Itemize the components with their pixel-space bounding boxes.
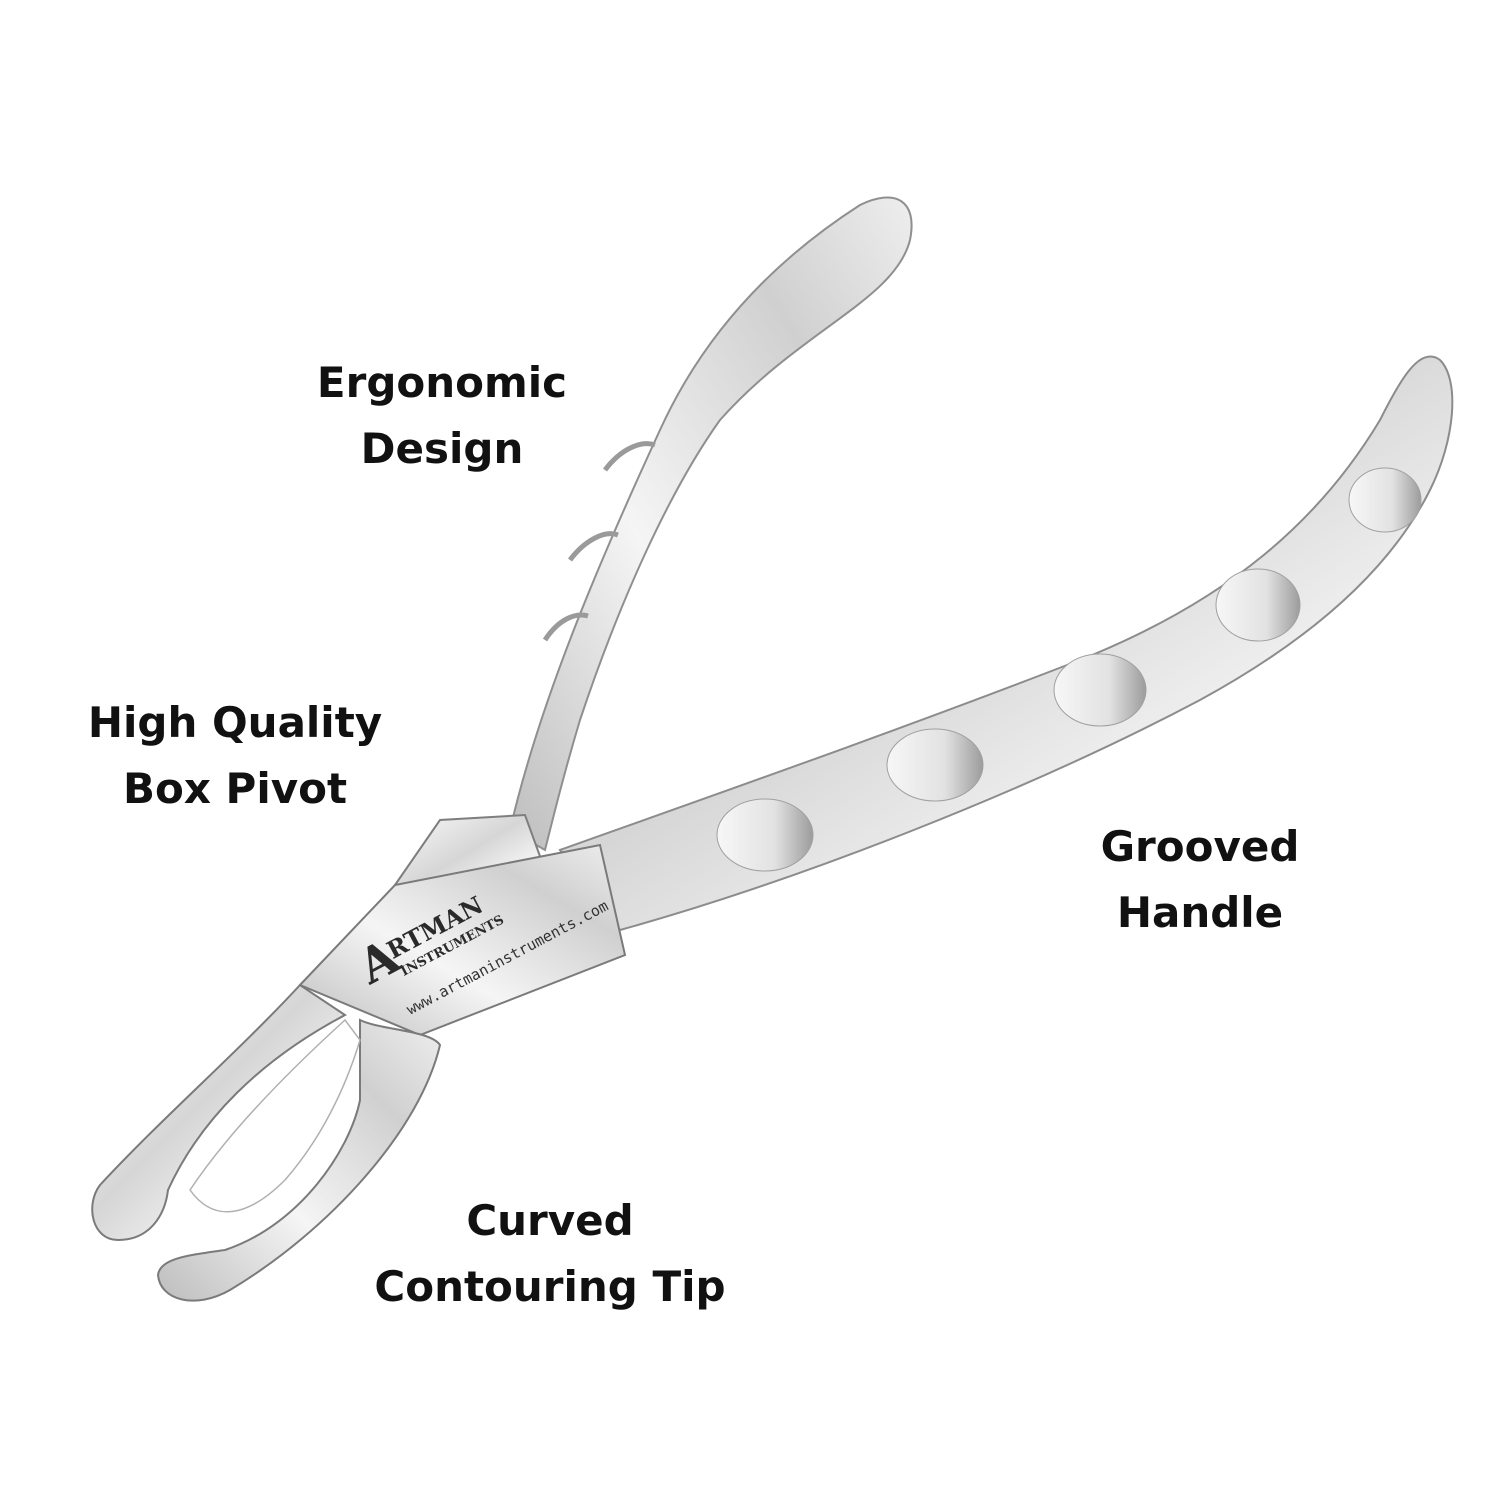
label-tip-line2: Contouring Tip bbox=[374, 1262, 726, 1311]
label-ergonomic-line2: Design bbox=[360, 424, 524, 473]
label-pivot-line2: Box Pivot bbox=[122, 764, 348, 813]
lower-jaw bbox=[156, 1018, 442, 1302]
upper-jaw bbox=[91, 983, 347, 1242]
label-ergonomic-line1: Ergonomic bbox=[316, 358, 568, 407]
label-grooved-line2: Handle bbox=[1116, 888, 1284, 937]
upper-handle bbox=[508, 196, 913, 852]
grooved-handle bbox=[558, 355, 1454, 932]
label-pivot-line1: High Quality bbox=[87, 698, 383, 747]
label-box-pivot: High Quality Box Pivot bbox=[70, 690, 400, 822]
label-curved-tip: Curved Contouring Tip bbox=[340, 1188, 760, 1320]
label-ergonomic-design: Ergonomic Design bbox=[292, 350, 592, 482]
label-grooved-line1: Grooved bbox=[1100, 822, 1300, 871]
label-tip-line1: Curved bbox=[466, 1196, 634, 1245]
head-plate bbox=[298, 843, 627, 1037]
label-grooved-handle: Grooved Handle bbox=[1070, 814, 1330, 946]
